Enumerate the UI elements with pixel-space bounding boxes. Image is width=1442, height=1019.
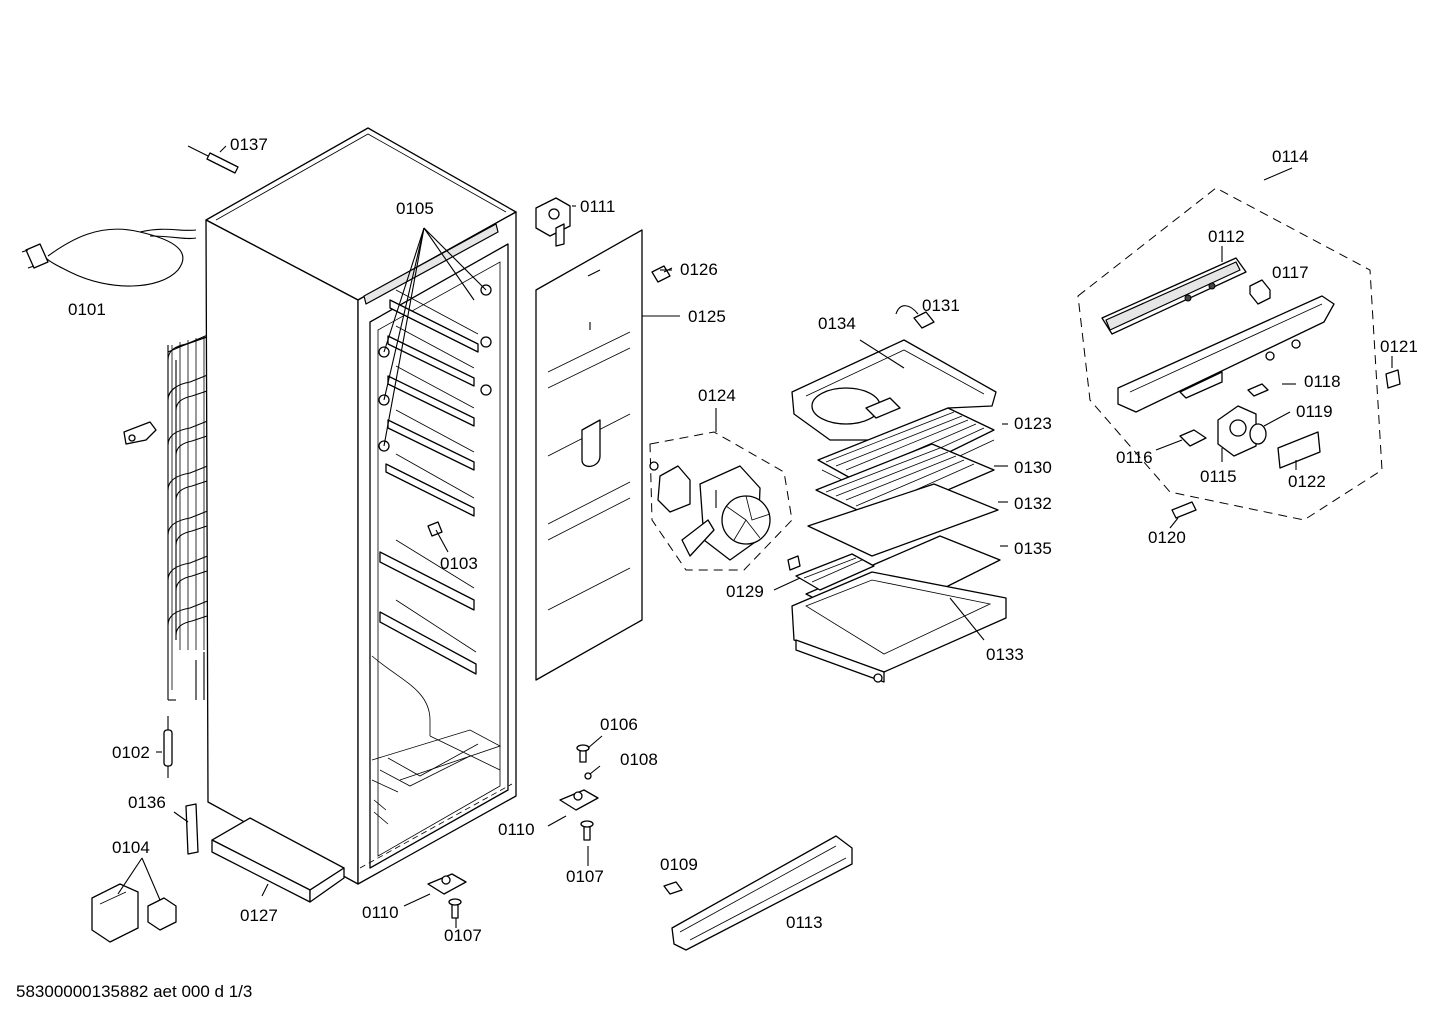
label-0133: 0133 <box>986 645 1024 664</box>
part-0136-hose <box>185 803 199 855</box>
label-0132: 0132 <box>1014 494 1052 513</box>
part-0131-sensor <box>895 305 935 329</box>
label-0102: 0102 <box>112 743 150 762</box>
label-0134: 0134 <box>818 314 856 333</box>
label-0112: 0112 <box>1208 227 1245 246</box>
label-0118: 0118 <box>1304 372 1341 391</box>
label-0101: 0101 <box>68 300 106 319</box>
condenser-coil <box>167 333 211 701</box>
part-0133-drain-tray <box>791 571 1007 683</box>
label-0135: 0135 <box>1014 539 1052 558</box>
part-0107-screw-a <box>448 898 462 919</box>
label-0103: 0103 <box>440 554 478 573</box>
label-0120: 0120 <box>1148 528 1186 547</box>
label-0119: 0119 <box>1296 402 1333 421</box>
label-0129: 0129 <box>726 582 764 601</box>
label-0131: 0131 <box>922 296 960 315</box>
part-0110-bottom-hinge-b <box>559 789 599 811</box>
part-0110-bottom-hinge-a <box>427 873 467 895</box>
label-0125: 0125 <box>688 307 726 326</box>
part-0105-leaders <box>383 227 487 447</box>
part-0137-sensor <box>187 145 239 174</box>
label-0136: 0136 <box>128 793 166 812</box>
label-0127: 0127 <box>240 906 278 925</box>
part-0107-screw-b <box>580 820 594 841</box>
coil-clip <box>123 421 157 445</box>
part-0101-power-cord <box>21 228 197 287</box>
label-0122: 0122 <box>1288 472 1326 491</box>
label-0121: 0121 <box>1380 337 1418 356</box>
label-0107-right: 0107 <box>566 867 604 886</box>
cabinet-body <box>205 127 517 885</box>
label-0130: 0130 <box>1014 458 1052 477</box>
part-0129-heater <box>787 553 875 591</box>
part-0103-clip <box>427 521 443 537</box>
part-0109-clip <box>663 881 683 895</box>
part-0102-dryer <box>163 716 173 778</box>
label-0126: 0126 <box>680 260 718 279</box>
drawing-number: 58300000135882 aet 000 d 1/3 <box>16 982 253 1001</box>
label-0109: 0109 <box>660 855 698 874</box>
label-0114: 0114 <box>1272 147 1309 166</box>
label-0107-left: 0107 <box>444 926 482 945</box>
label-0117: 0117 <box>1272 263 1309 282</box>
label-0113: 0113 <box>786 913 823 932</box>
part-0125-rear-panel <box>535 229 643 681</box>
label-0106: 0106 <box>600 715 638 734</box>
label-0110-left: 0110 <box>362 903 399 922</box>
label-0110-right: 0110 <box>498 820 535 839</box>
label-0115: 0115 <box>1200 467 1237 486</box>
part-0104-relay <box>91 883 177 943</box>
cabinet-floor <box>371 655 502 825</box>
part-0114-control-module <box>1077 187 1401 521</box>
part-0106-screw <box>576 744 590 763</box>
label-0105: 0105 <box>396 199 434 218</box>
label-0116: 0116 <box>1116 448 1153 467</box>
part-0124-fan-assembly <box>649 431 793 571</box>
part-0126-plug <box>651 265 673 283</box>
cabinet-shelves <box>378 284 492 675</box>
label-0104: 0104 <box>112 838 150 857</box>
leader-lines <box>117 167 1393 928</box>
part-0132-plate <box>807 483 999 557</box>
part-0113-grille <box>671 835 853 951</box>
part-0127-base <box>211 817 345 903</box>
label-0111: 0111 <box>580 197 616 216</box>
part-0108-washer <box>584 772 592 780</box>
label-0123: 0123 <box>1014 414 1052 433</box>
label-0108: 0108 <box>620 750 658 769</box>
label-0137: 0137 <box>230 135 268 154</box>
label-0124: 0124 <box>698 386 736 405</box>
part-0111-top-hinge <box>535 197 571 247</box>
part-0134-evaporator-cover <box>791 339 997 441</box>
